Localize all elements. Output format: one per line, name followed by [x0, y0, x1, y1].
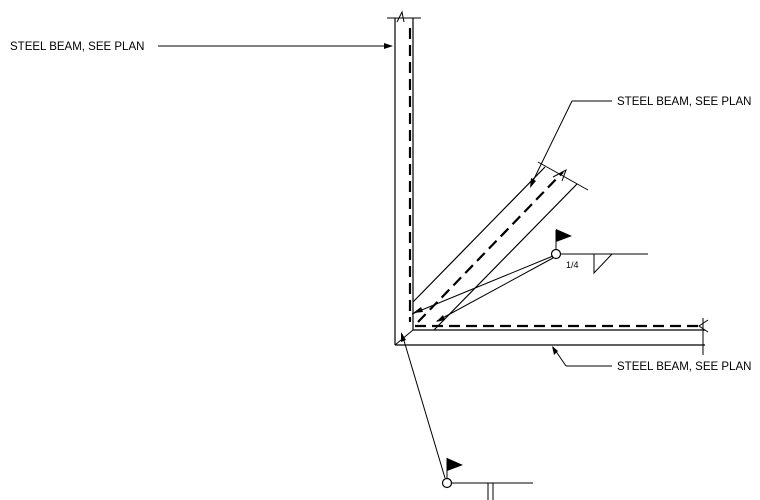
diagonal-steel-beam — [412, 161, 589, 331]
callout-top-left: STEEL BEAM, SEE PLAN — [10, 41, 393, 53]
callout-top-right: STEEL BEAM, SEE PLAN — [530, 96, 751, 188]
vertical-steel-beam — [387, 10, 421, 345]
fillet-weld-icon — [593, 253, 613, 275]
callout-top-right-text: STEEL BEAM, SEE PLAN — [617, 96, 751, 108]
weld-all-around-icon-lower — [441, 477, 453, 489]
callout-bottom-right: STEEL BEAM, SEE PLAN — [552, 346, 751, 373]
field-weld-flag-icon-lower — [447, 458, 463, 471]
horizontal-steel-beam — [395, 318, 709, 355]
callout-top-left-text: STEEL BEAM, SEE PLAN — [10, 41, 144, 53]
weld-all-around-icon — [550, 248, 562, 260]
weld-symbol-upper: 1/4 — [411, 229, 648, 322]
field-weld-flag-icon — [556, 229, 572, 242]
weld-symbol-lower — [401, 332, 533, 500]
callout-bottom-right-text: STEEL BEAM, SEE PLAN — [617, 361, 751, 373]
weld-size-text: 1/4 — [566, 260, 579, 270]
